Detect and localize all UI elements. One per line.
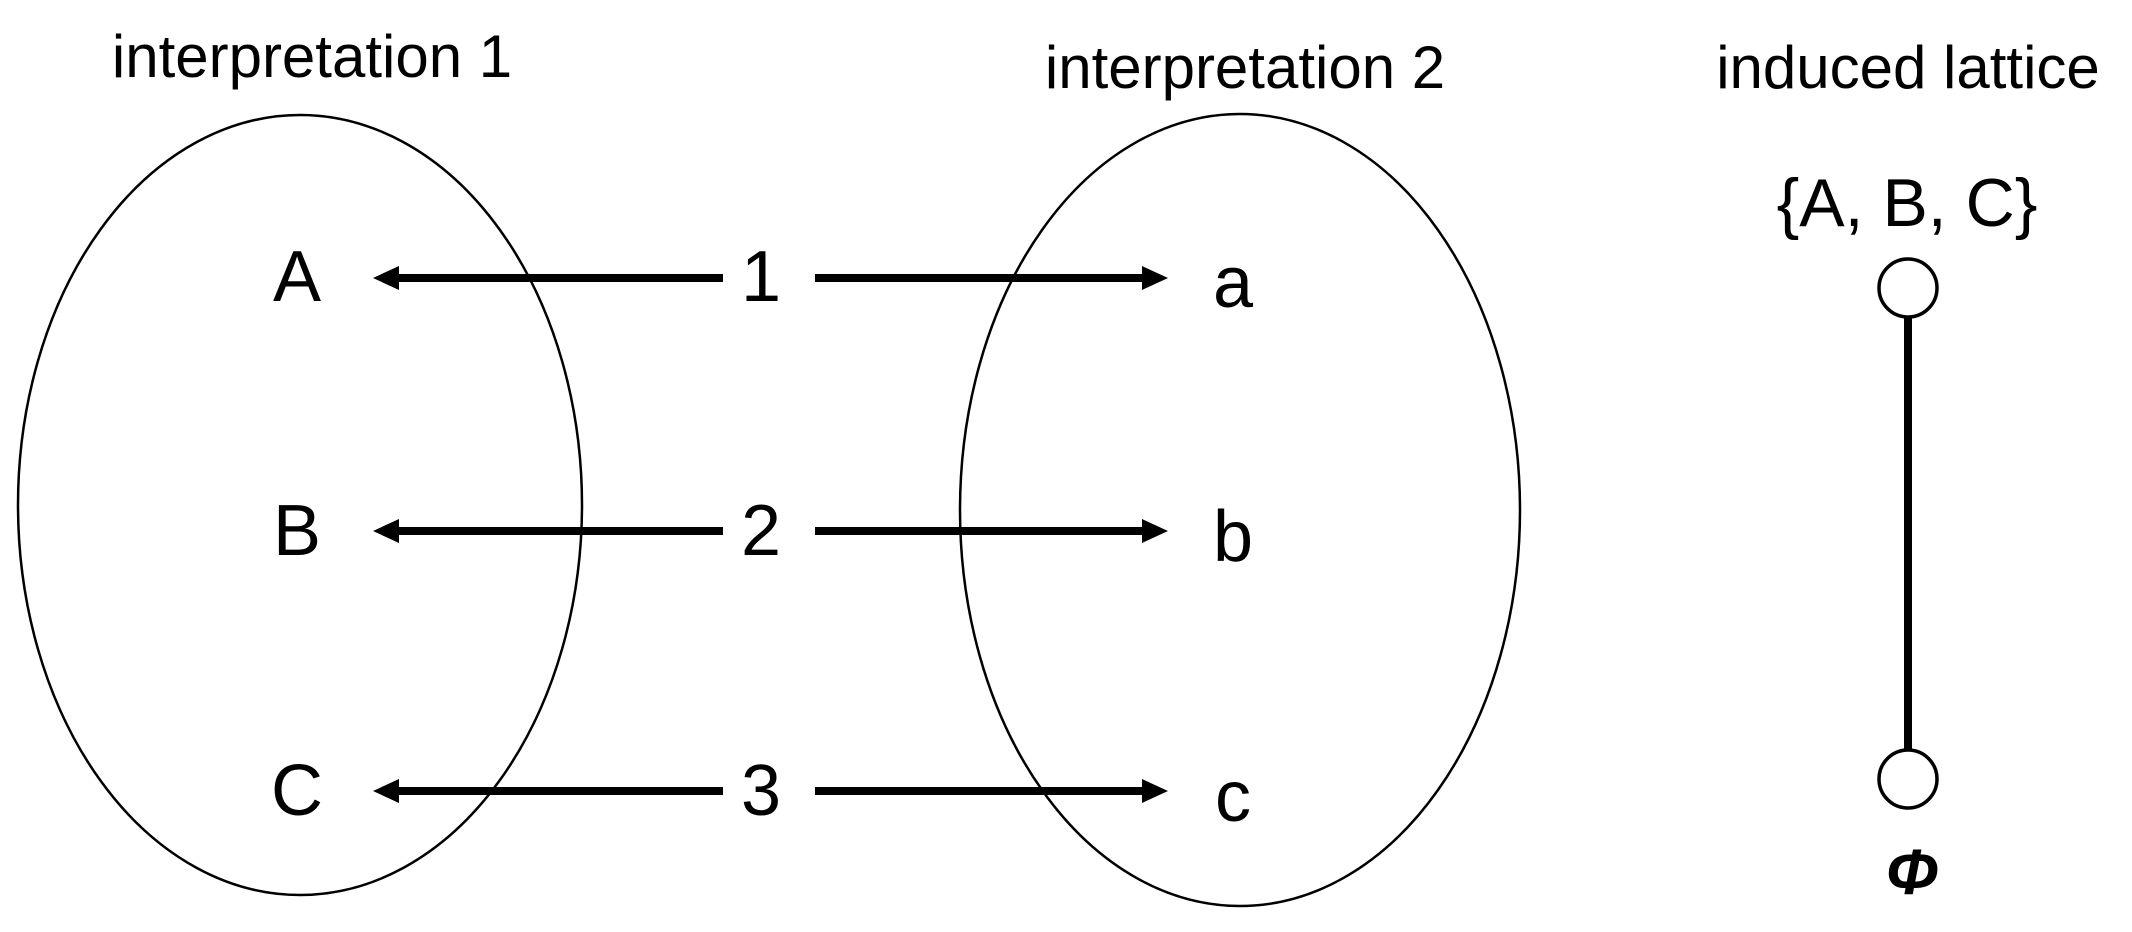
left-arrowhead-icon (373, 779, 399, 803)
mapping-number-2: 2 (740, 491, 782, 571)
mapping-number-3: 3 (740, 751, 782, 831)
interpretation-2-title: interpretation 2 (1044, 34, 1446, 101)
lattice-bottom-node-label: Φ (1885, 836, 1939, 908)
lattice-top-node-label: {A, B, C} (1776, 165, 2038, 241)
lattice-bottom-node (1877, 748, 1939, 810)
element-b: b (1212, 497, 1254, 577)
right-arrowhead-icon (1142, 779, 1168, 803)
element-C: C (271, 751, 323, 831)
mapping-number-1: 1 (740, 237, 782, 317)
arrow-3-to-c (815, 779, 1168, 803)
left-arrowhead-icon (373, 266, 399, 290)
right-arrowhead-icon (1142, 519, 1168, 543)
right-arrowhead-icon (1142, 266, 1168, 290)
arrow-2-to-B (373, 519, 723, 543)
interpretation-1-title: interpretation 1 (111, 23, 513, 90)
arrow-1-to-a (815, 266, 1168, 290)
left-arrowhead-icon (373, 519, 399, 543)
element-A: A (272, 237, 322, 317)
lattice-top-node (1877, 257, 1939, 319)
interpretation-1-ellipse (16, 113, 584, 897)
arrow-1-to-A (373, 266, 723, 290)
arrow-3-to-C (373, 779, 723, 803)
arrow-2-to-b (815, 519, 1168, 543)
element-B: B (272, 491, 322, 571)
element-c: c (1215, 757, 1251, 837)
element-a: a (1212, 243, 1254, 323)
induced-lattice-title: induced lattice (1716, 34, 2100, 101)
induced-lattice-graph (1877, 257, 1939, 810)
interpretation-2-ellipse (958, 112, 1522, 908)
